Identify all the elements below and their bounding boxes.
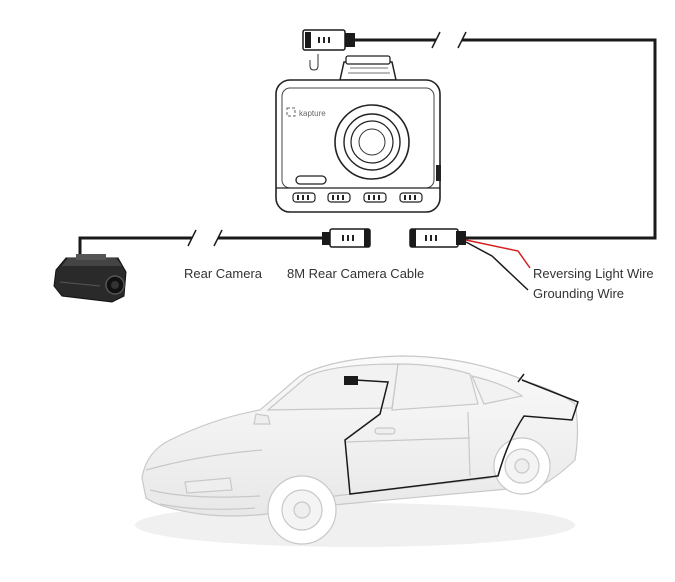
power-connector xyxy=(409,228,466,248)
grounding-wire-label: Grounding Wire xyxy=(533,286,625,301)
connector-plug-icon xyxy=(302,29,355,71)
rear-camera-icon xyxy=(53,254,127,303)
rear-camera-label: Rear Camera xyxy=(184,266,263,281)
rear-camera-cable-label: 8M Rear Camera Cable xyxy=(287,266,425,281)
power-cable xyxy=(355,31,657,240)
rear-cable-connector xyxy=(322,228,371,248)
reversing-light-wire-label: Reversing Light Wire xyxy=(533,266,654,281)
grounding-wire xyxy=(465,241,529,291)
dash-camera-icon xyxy=(275,55,441,213)
reversing-light-wire xyxy=(465,239,531,269)
rear-camera-cable xyxy=(78,229,322,254)
brand-logo: kapture xyxy=(299,109,326,118)
car-icon xyxy=(135,355,579,547)
car-cable-route xyxy=(344,373,579,495)
